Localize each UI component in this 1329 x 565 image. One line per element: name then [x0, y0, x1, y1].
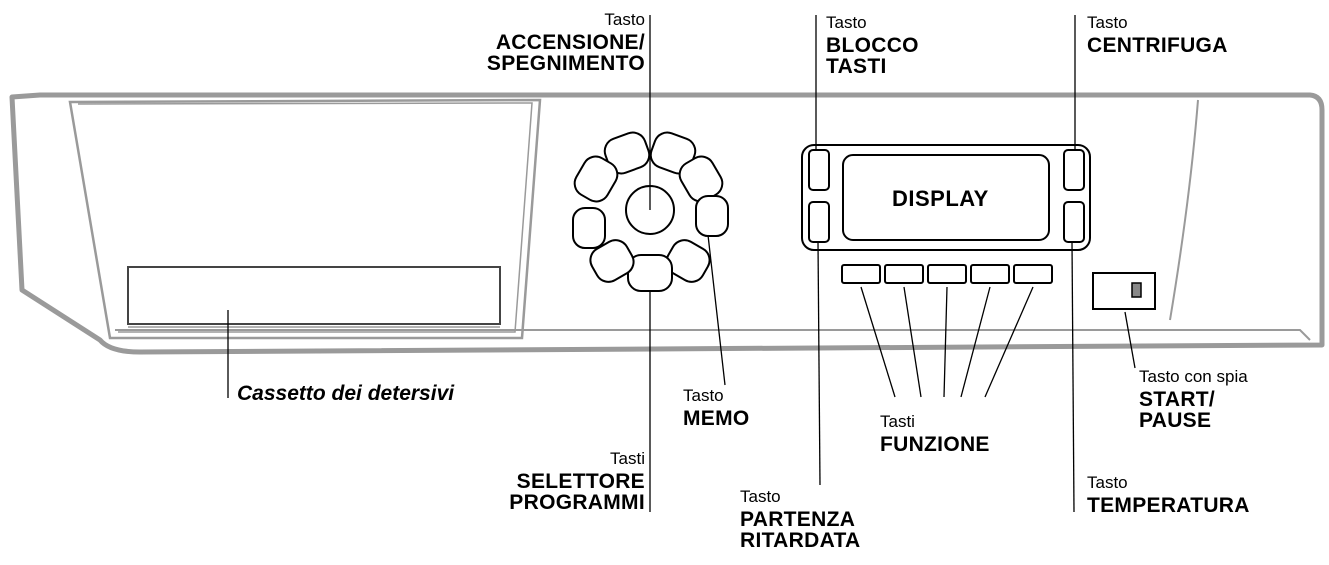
label-delayed-start: Tasto PARTENZA RITARDATA	[740, 488, 861, 551]
panel-inner-edge	[115, 329, 1311, 341]
label-start-pause-prefix: Tasto con spia	[1139, 367, 1248, 386]
display-frame	[801, 144, 1091, 251]
label-detergent-drawer: Cassetto dei detersivi	[237, 382, 455, 405]
label-temperature-line1: TEMPERATURA	[1087, 494, 1250, 517]
label-delayed-start-prefix: Tasto	[740, 487, 781, 506]
start-pause-led	[1131, 282, 1142, 298]
label-memo: Tasto MEMO	[683, 387, 750, 429]
display-screen	[842, 154, 1050, 241]
label-power-line1: ACCENSIONE/	[495, 31, 645, 54]
label-delayed-start-line1: PARTENZA	[740, 508, 856, 531]
key-lock-button	[808, 149, 830, 191]
detergent-drawer-handle	[127, 266, 501, 325]
label-program-selector: Tasti SELETTORE PROGRAMMI	[509, 450, 645, 513]
label-spin: Tasto CENTRIFUGA	[1087, 14, 1228, 56]
label-functions-line1: FUNZIONE	[880, 433, 990, 456]
detergent-drawer-outline	[68, 98, 542, 340]
label-program-selector-prefix: Tasti	[610, 449, 645, 468]
display-label: DISPLAY	[892, 186, 989, 211]
panel-outline	[9, 92, 1325, 355]
label-start-pause: Tasto con spia START/ PAUSE	[1139, 368, 1248, 431]
label-start-pause-line1: START/	[1139, 388, 1216, 411]
label-temperature-prefix: Tasto	[1087, 473, 1128, 492]
label-delayed-start-line2: RITARDATA	[740, 529, 861, 552]
label-power-line2: SPEGNIMENTO	[486, 52, 645, 75]
spin-button	[1063, 149, 1085, 191]
label-program-selector-line2: PROGRAMMI	[509, 491, 645, 514]
leader-lines	[227, 15, 1136, 513]
label-spin-prefix: Tasto	[1087, 13, 1128, 32]
label-memo-prefix: Tasto	[683, 386, 724, 405]
label-key-lock-line1: BLOCCO	[826, 34, 919, 57]
start-pause-button	[1092, 272, 1156, 310]
panel-right-curve	[1169, 99, 1199, 321]
function-buttons	[841, 264, 1053, 284]
label-key-lock-prefix: Tasto	[826, 13, 867, 32]
temperature-button	[1063, 201, 1085, 243]
label-temperature: Tasto TEMPERATURA	[1087, 474, 1250, 516]
program-selector-ring[interactable]	[570, 129, 729, 292]
label-memo-line1: MEMO	[683, 407, 750, 430]
label-spin-line1: CENTRIFUGA	[1087, 34, 1228, 57]
label-key-lock-line2: TASTI	[826, 55, 887, 78]
label-program-selector-line1: SELETTORE	[516, 470, 645, 493]
delayed-start-button	[808, 201, 830, 243]
detergent-drawer-inner	[77, 102, 533, 333]
label-start-pause-line2: PAUSE	[1139, 409, 1212, 432]
label-functions: Tasti FUNZIONE	[880, 413, 990, 455]
label-key-lock: Tasto BLOCCO TASTI	[826, 14, 919, 77]
label-power-prefix: Tasto	[604, 10, 645, 29]
label-power: Tasto ACCENSIONE/ SPEGNIMENTO	[487, 11, 645, 74]
label-functions-prefix: Tasti	[880, 412, 915, 431]
